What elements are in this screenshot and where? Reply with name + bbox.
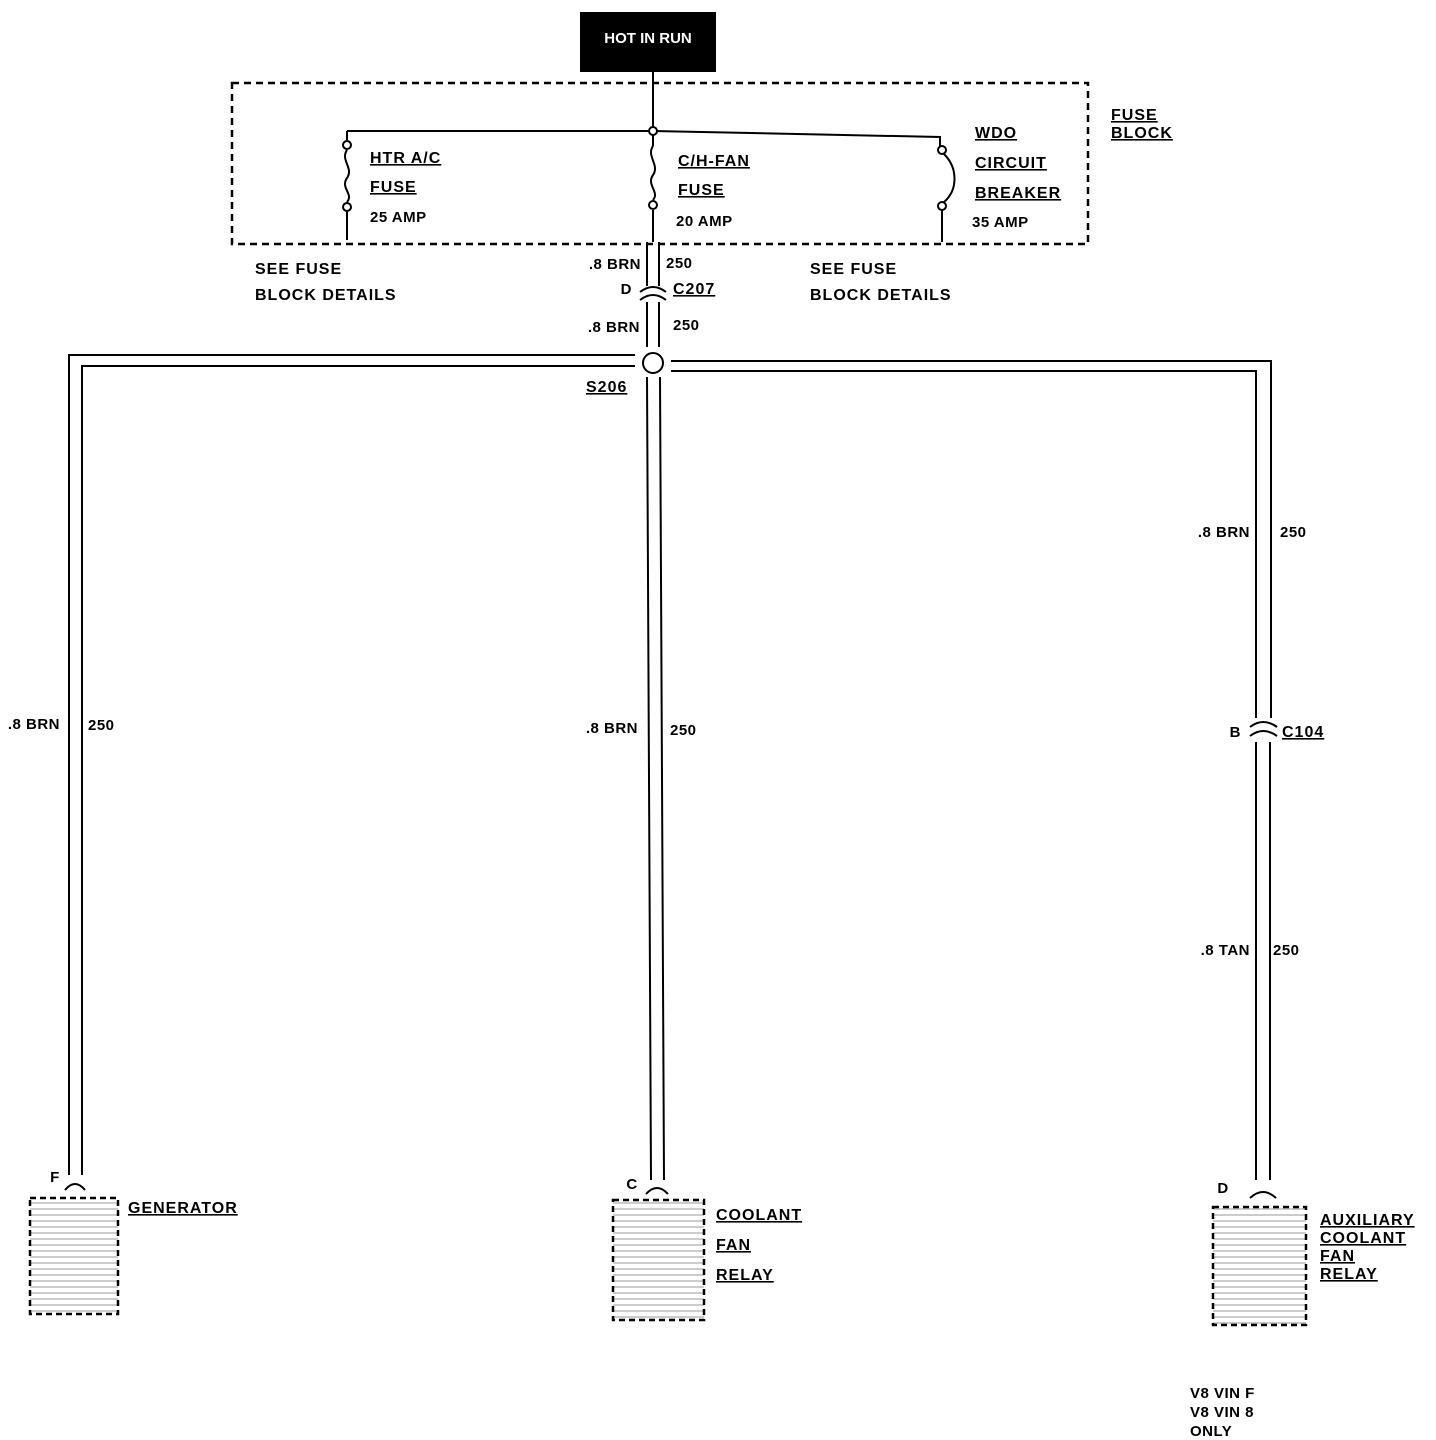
- left-wire-color: .8 BRN: [8, 716, 60, 733]
- see-fuse-right-1: SEE FUSE: [810, 261, 897, 278]
- generator-box: [28, 1196, 120, 1316]
- hot-in-run-box: HOT IN RUN: [580, 12, 716, 72]
- center-wire-color: .8 BRN: [586, 720, 638, 737]
- aux-relay-name-3: FAN: [1320, 1248, 1355, 1265]
- left-branch-wire: [68, 354, 635, 1175]
- fuse-block-label-1: FUSE: [1111, 107, 1158, 124]
- note-line-2: V8 VIN 8: [1190, 1404, 1254, 1421]
- generator-component: F GENERATOR: [28, 1169, 238, 1316]
- see-fuse-right-2: BLOCK DETAILS: [810, 287, 952, 304]
- right-branch-wire: [671, 360, 1272, 1180]
- bus-junction: [648, 126, 658, 136]
- coolant-relay-name-3: RELAY: [716, 1267, 774, 1284]
- trunk-upper-circuit: 250: [666, 255, 693, 272]
- fuse-block-label-2: BLOCK: [1111, 125, 1173, 142]
- ch-fan-fuse: C/H-FAN FUSE 20 AMP: [648, 135, 750, 242]
- see-fuse-left-2: BLOCK DETAILS: [255, 287, 397, 304]
- note-line-1: V8 VIN F: [1190, 1385, 1255, 1402]
- center-branch-wire: [646, 376, 665, 1181]
- wdo-circuit-breaker: WDO CIRCUIT BREAKER 35 AMP: [937, 125, 1061, 242]
- coolant-relay-name-2: FAN: [716, 1237, 751, 1254]
- aux-relay-pin: D: [1217, 1180, 1228, 1197]
- coolant-relay-name-1: COOLANT: [716, 1207, 802, 1224]
- right-upper-color: .8 BRN: [1198, 524, 1250, 541]
- trunk-wire-upper: [646, 242, 660, 286]
- htr-fuse-rating: 25 AMP: [370, 209, 427, 226]
- wdo-name-3: BREAKER: [975, 185, 1061, 202]
- wdo-rating: 35 AMP: [972, 214, 1029, 231]
- htr-fuse-name-2: FUSE: [370, 179, 417, 196]
- htr-fuse-name-1: HTR A/C: [370, 150, 441, 167]
- aux-relay-name-2: COOLANT: [1320, 1230, 1406, 1247]
- coolant-fan-relay-component: C COOLANT FAN RELAY: [611, 1176, 802, 1322]
- s206-splice: [642, 352, 664, 374]
- chfan-fuse-name-1: C/H-FAN: [678, 153, 750, 170]
- left-wire-circuit: 250: [88, 717, 115, 734]
- generator-pin: F: [50, 1169, 60, 1186]
- chfan-fuse-name-2: FUSE: [678, 182, 725, 199]
- hot-in-run-label: HOT IN RUN: [604, 30, 692, 47]
- right-lower-circuit: 250: [1273, 942, 1300, 959]
- note-line-3: ONLY: [1190, 1423, 1232, 1440]
- aux-relay-box: [1211, 1205, 1308, 1327]
- aux-relay-name-1: AUXILIARY: [1320, 1212, 1415, 1229]
- generator-name: GENERATOR: [128, 1200, 238, 1217]
- c207-connector: [639, 286, 667, 301]
- fuse-bus: [347, 130, 941, 146]
- wdo-name-2: CIRCUIT: [975, 155, 1047, 172]
- c207-pin: D: [621, 281, 632, 298]
- trunk-lower-color: .8 BRN: [588, 319, 640, 336]
- s206-label: S206: [586, 379, 627, 396]
- coolant-relay-pin: C: [626, 1176, 637, 1193]
- c207-name: C207: [673, 281, 715, 298]
- aux-relay-name-4: RELAY: [1320, 1266, 1378, 1283]
- trunk-wire-lower: [646, 302, 660, 347]
- see-fuse-left-1: SEE FUSE: [255, 261, 342, 278]
- right-upper-circuit: 250: [1280, 524, 1307, 541]
- c104-name: C104: [1282, 724, 1324, 741]
- c104-connector: [1249, 721, 1278, 737]
- wdo-name-1: WDO: [975, 125, 1017, 142]
- center-wire-circuit: 250: [670, 722, 697, 739]
- trunk-upper-color: .8 BRN: [589, 256, 641, 273]
- chfan-fuse-rating: 20 AMP: [676, 213, 733, 230]
- fuse-block-outline: [230, 81, 1090, 246]
- aux-coolant-fan-relay-component: D AUXILIARY COOLANT FAN RELAY: [1211, 1180, 1415, 1327]
- htr-ac-fuse: HTR A/C FUSE 25 AMP: [342, 131, 441, 240]
- c104-pin: B: [1230, 724, 1241, 741]
- trunk-lower-circuit: 250: [673, 317, 700, 334]
- right-lower-color: .8 TAN: [1201, 942, 1250, 959]
- coolant-relay-box: [611, 1198, 706, 1322]
